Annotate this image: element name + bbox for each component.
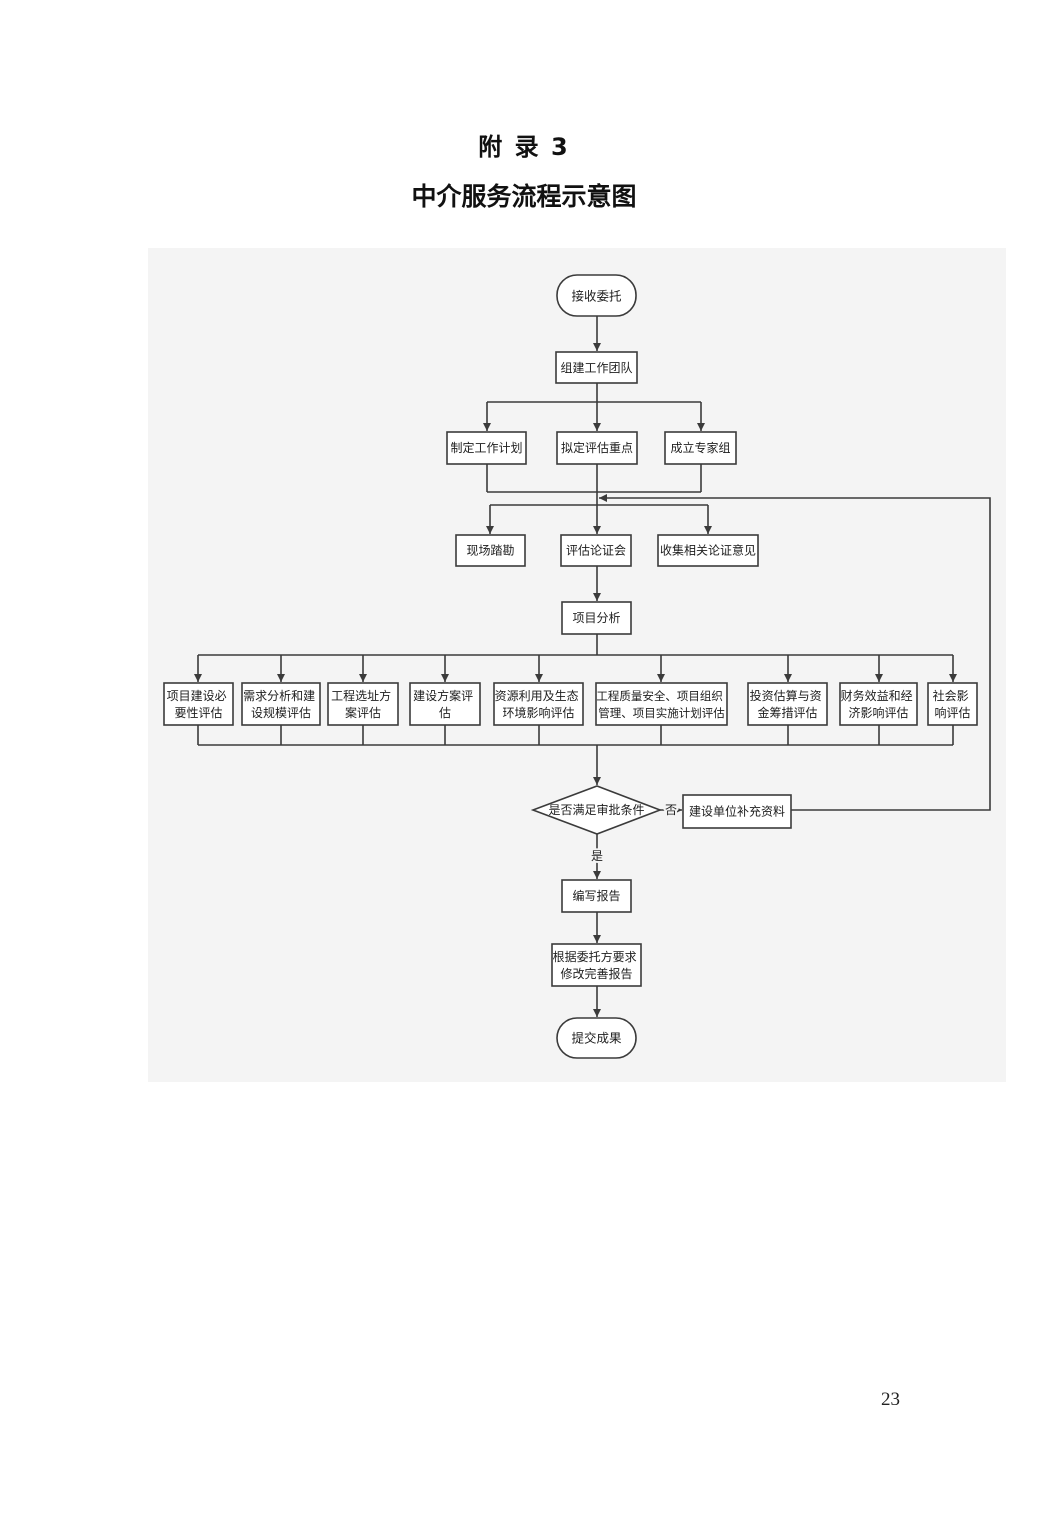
node-evaluation-1: 项目建设必 要性评估: [163, 682, 234, 726]
node-evaluation-8: 财务效益和经 济影响评估: [839, 682, 918, 726]
node-work-plan-shape: [446, 431, 527, 465]
node-decision-diamond: [530, 785, 663, 835]
node-expert-group-shape: [664, 431, 737, 465]
node-assessment-focus-label: 拟定评估重点: [561, 440, 633, 455]
node-supplement-label: 建设单位补充资料: [689, 804, 785, 819]
node-work-plan-label: 制定工作计划: [450, 440, 522, 455]
node-evaluation-2-shape: [241, 682, 321, 726]
node-evaluation-3-line-1: 工程选址方: [331, 688, 391, 703]
node-site-survey: 现场踏勘: [455, 534, 526, 567]
node-form-team: 组建工作团队: [555, 351, 638, 384]
node-evaluation-3-line-2: 案评估: [345, 705, 381, 720]
node-decision: 是否满足审批条件: [530, 785, 663, 835]
node-evaluation-7-label: 投资估算与资 金筹措评估: [750, 688, 826, 720]
node-collect-opinions-label: 收集相关论证意见: [660, 543, 756, 558]
node-evaluation-8-label: 财务效益和经 济影响评估: [841, 688, 917, 720]
node-evaluation-3-label: 工程选址方 案评估: [331, 688, 395, 720]
node-evaluation-1-line-2: 要性评估: [174, 706, 222, 720]
node-assessment-focus: 拟定评估重点: [556, 431, 638, 465]
page-number: 23: [881, 1389, 900, 1410]
node-evaluation-6-label: 工程质量安全、项目组织 管理、项目实施计划评估: [596, 689, 726, 720]
node-project-analysis-shape: [561, 601, 632, 635]
node-evaluation-9-label: 社会影 响评估: [933, 688, 973, 720]
node-evaluation-9-line-2: 响评估: [934, 705, 970, 720]
node-decision-label: 是否满足审批条件: [548, 802, 644, 817]
node-revise-report-shape: [551, 943, 642, 987]
node-evaluation-6: 工程质量安全、项目组织 管理、项目实施计划评估: [595, 682, 728, 726]
node-project-analysis: 项目分析: [561, 601, 632, 635]
diagram-background: [148, 248, 1006, 1082]
node-evaluation-2-line-1: 需求分析和建: [243, 689, 315, 703]
decision-yes-label: 是: [591, 849, 603, 863]
node-work-plan: 制定工作计划: [446, 431, 527, 465]
connector-supplement-feedback-loop: [599, 494, 991, 811]
node-evaluation-2-label: 需求分析和建 设规模评估: [243, 689, 319, 720]
node-collect-opinions: 收集相关论证意见: [657, 534, 759, 567]
decision-no-label: 否: [665, 803, 677, 817]
node-write-report: 编写报告: [561, 879, 632, 913]
node-end-shape: [556, 1017, 637, 1059]
node-revise-report-line-2: 修改完善报告: [560, 966, 632, 981]
node-evaluation-9-shape: [927, 682, 978, 726]
node-evaluation-7-line-2: 金筹措评估: [757, 705, 817, 720]
node-form-team-shape: [555, 351, 638, 384]
node-collect-opinions-shape: [657, 534, 759, 567]
node-evaluation-7-line-1: 投资估算与资: [750, 688, 822, 703]
connectors: [194, 316, 991, 1017]
appendix-heading: 附 录 3: [478, 133, 570, 161]
node-evaluation-3-shape: [327, 682, 399, 726]
node-evaluation-2: 需求分析和建 设规模评估: [241, 682, 321, 726]
node-evaluation-5: 资源利用及生态 环境影响评估: [493, 682, 584, 726]
node-write-report-shape: [561, 879, 632, 913]
node-evaluation-5-line-1: 资源利用及生态: [495, 689, 579, 703]
node-review-meeting-label: 评估论证会: [566, 544, 626, 558]
node-end-label: 提交成果: [571, 1031, 622, 1046]
node-evaluation-6-line-1: 工程质量安全、项目组织: [596, 689, 723, 703]
node-revise-report-line-1: 根据委托方要求: [553, 949, 637, 964]
node-end: 提交成果: [556, 1017, 637, 1059]
node-review-meeting: 评估论证会: [560, 534, 632, 567]
node-assessment-focus-shape: [556, 431, 638, 465]
node-project-analysis-label: 项目分析: [572, 611, 620, 625]
node-evaluation-2-line-2: 设规模评估: [251, 705, 311, 720]
node-evaluation-6-line-2: 管理、项目实施计划评估: [598, 706, 725, 720]
node-write-report-label: 编写报告: [572, 888, 620, 903]
node-evaluation-8-shape: [839, 682, 918, 726]
node-evaluation-8-line-2: 济影响评估: [848, 705, 908, 720]
document-title: 中介服务流程示意图: [411, 182, 637, 211]
node-evaluation-4-line-1: 建设方案评: [413, 688, 473, 703]
node-evaluation-9: 社会影 响评估: [927, 682, 978, 726]
node-evaluation-5-line-2: 环境影响评估: [502, 705, 574, 720]
node-start-shape: [556, 274, 637, 317]
node-evaluation-1-label: 项目建设必 要性评估: [167, 689, 231, 720]
node-start: 接收委托: [556, 274, 637, 317]
node-evaluation-5-shape: [493, 682, 584, 726]
node-evaluation-4-shape: [409, 682, 481, 726]
node-site-survey-shape: [455, 534, 526, 567]
node-revise-report-label: 根据委托方要求 修改完善报告: [553, 949, 641, 981]
node-evaluation-4-line-2: 估: [439, 706, 451, 720]
node-expert-group-label: 成立专家组: [670, 440, 730, 455]
node-evaluation-1-line-1: 项目建设必: [167, 689, 227, 703]
node-evaluation-7: 投资估算与资 金筹措评估: [747, 682, 828, 726]
node-evaluation-3: 工程选址方 案评估: [327, 682, 399, 726]
flowchart: 接收委托 组建工作团队 制定工作计划 拟定评估重点 成立专家组 现场踏勘 评估论…: [148, 248, 1006, 1082]
node-evaluation-4-label: 建设方案评 估: [413, 688, 477, 720]
node-evaluation-4: 建设方案评 估: [409, 682, 481, 726]
node-site-survey-label: 现场踏勘: [466, 544, 514, 558]
node-supplement-shape: [682, 794, 792, 829]
node-review-meeting-shape: [560, 534, 632, 567]
node-evaluation-5-label: 资源利用及生态 环境影响评估: [495, 689, 583, 720]
node-evaluation-7-shape: [747, 682, 828, 726]
node-revise-report: 根据委托方要求 修改完善报告: [551, 943, 642, 987]
node-evaluation-1-shape: [163, 682, 234, 726]
node-start-label: 接收委托: [571, 289, 621, 304]
node-evaluation-6-shape: [595, 682, 728, 726]
node-form-team-label: 组建工作团队: [560, 360, 632, 375]
node-evaluation-8-line-1: 财务效益和经: [841, 688, 913, 703]
node-supplement: 建设单位补充资料: [682, 794, 792, 829]
node-evaluation-9-line-1: 社会影: [933, 688, 969, 703]
node-expert-group: 成立专家组: [664, 431, 737, 465]
